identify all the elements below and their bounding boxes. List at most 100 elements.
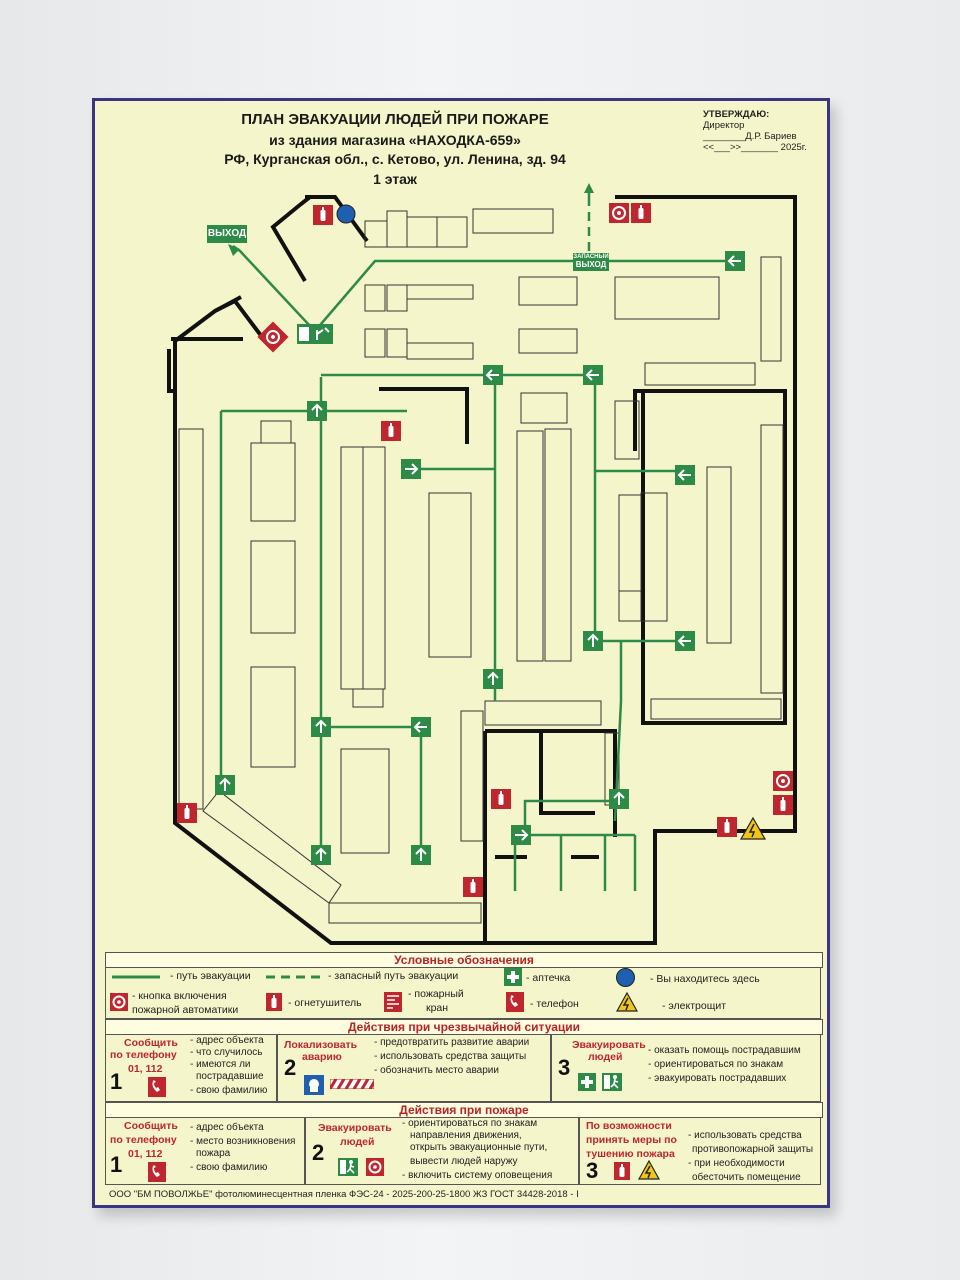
fire-c3-num: 3 — [586, 1158, 599, 1183]
legend-section: - путь эвакуации - запасный путь эвакуац… — [105, 967, 821, 1019]
legend-switchboard: - электрощит — [662, 1000, 727, 1012]
emergency-c1-item: - адрес объекта — [190, 1035, 264, 1046]
hazard-tape-icon — [330, 1079, 374, 1089]
spare-exit-label-2: ВЫХОД — [575, 260, 607, 269]
fire-col-3: По возможности принять меры по тушению п… — [579, 1117, 821, 1185]
running-man-icon — [338, 1158, 358, 1176]
approval-block: УТВЕРЖДАЮ: Директор ________Д.Р. Бариев … — [703, 109, 827, 153]
fire-c2-num: 2 — [312, 1140, 325, 1165]
emergency-c2-head-1: Локализовать — [284, 1039, 358, 1051]
fire-c1-num: 1 — [110, 1152, 123, 1177]
legend-first-aid: - аптечка — [526, 972, 571, 984]
fire-c3-item: противопожарной защиты — [692, 1144, 814, 1155]
legend-fire-button-2: пожарной автоматики — [132, 1004, 239, 1016]
spare-path-icon — [266, 975, 322, 979]
plan-address: РФ, Курганская обл., с. Кетово, ул. Лени… — [224, 151, 566, 167]
fire-c1-item: - свою фамилию — [190, 1162, 268, 1173]
phone-icon — [148, 1077, 166, 1097]
fire-c2-item: - ориентироваться по знакам — [402, 1118, 538, 1129]
emergency-c1-num: 1 — [110, 1069, 123, 1094]
emergency-c3-num: 3 — [558, 1055, 571, 1080]
emergency-col-2: Локализовать аварию 2 - предотвратить ра… — [277, 1034, 551, 1102]
fire-button-icon — [366, 1158, 384, 1176]
fire-c1-item: - адрес объекта — [190, 1122, 264, 1133]
emergency-c2-head-2: аварию — [302, 1051, 342, 1063]
fire-c3-item: - при необходимости — [688, 1158, 785, 1169]
extinguisher-icon — [266, 993, 282, 1011]
emergency-c1-phones: 01, 112 — [128, 1063, 163, 1075]
legend-hydrant-2: кран — [426, 1002, 449, 1014]
fire-col-2: Эвакуировать людей 2 - ориентироваться п… — [305, 1117, 579, 1185]
plan-building: из здания магазина «НАХОДКА-659» — [269, 132, 521, 148]
emergency-c1-item: - свою фамилию — [190, 1085, 268, 1096]
protective-gear-icon — [304, 1075, 324, 1095]
emergency-c1-head-1: Сообщить — [124, 1037, 178, 1049]
fire-c1-item: - место возникновения — [190, 1136, 296, 1147]
plan-title: ПЛАН ЭВАКУАЦИИ ЛЮДЕЙ ПРИ ПОЖАРЕ — [241, 111, 549, 128]
legend-spare-path: - запасный путь эвакуации — [328, 970, 459, 982]
approval-name: ________Д.Р. Бариев — [703, 131, 797, 142]
first-aid-icon — [578, 1073, 596, 1091]
emergency-c3-item: - ориентироваться по знакам — [648, 1059, 784, 1070]
fire-c2-item: вывести людей наружу — [410, 1156, 518, 1167]
fire-c3-head-3: тушению пожара — [586, 1148, 675, 1160]
emergency-c1-head-2: по телефону — [110, 1049, 177, 1061]
approval-heading: УТВЕРЖДАЮ: — [703, 109, 770, 120]
emergency-c2-item: - обозначить место аварии — [374, 1065, 499, 1076]
fire-c3-item: - использовать средства — [688, 1130, 802, 1141]
fire-c3-item: обесточить помещение — [692, 1172, 801, 1183]
emergency-col-3: Эвакуировать людей 3 - оказать помощь по… — [551, 1034, 821, 1102]
fire-c2-item: направления движения, — [410, 1130, 522, 1141]
legend-evac-path: - путь эвакуации — [170, 970, 251, 982]
emergency-c1-item: - что случилось — [190, 1047, 263, 1058]
electrical-panel-icon — [616, 992, 638, 1012]
running-man-icon — [602, 1073, 622, 1091]
emergency-c3-head-1: Эвакуировать — [572, 1039, 646, 1051]
emergency-c3-item: - оказать помощь пострадавшим — [648, 1045, 801, 1056]
first-aid-icon — [504, 968, 522, 986]
legend-title: Условные обозначения — [105, 952, 823, 968]
legend-phone: - телефон — [530, 998, 579, 1010]
emergency-c3-head-2: людей — [588, 1051, 623, 1063]
plan-floor: 1 этаж — [373, 171, 417, 187]
spare-exit-label-1: ЗАПАСНЫЙ — [573, 254, 609, 260]
fire-c3-head-1: По возможности — [586, 1120, 672, 1132]
electrical-panel-icon — [638, 1160, 660, 1180]
phone-icon — [148, 1162, 166, 1182]
fire-c1-item: пожара — [196, 1148, 231, 1159]
fire-c2-head-2: людей — [340, 1136, 375, 1148]
footer-credit: ООО "БМ ПОВОЛЖЬЕ" фотолюминесцентная пле… — [109, 1189, 579, 1200]
emergency-c2-item: - использовать средства защиты — [374, 1051, 527, 1062]
emergency-title: Действия при чрезвычайной ситуации — [105, 1019, 823, 1035]
legend-extinguisher: - огнетушитель — [288, 997, 362, 1009]
evacuation-plan-sheet: ПЛАН ЭВАКУАЦИИ ЛЮДЕЙ ПРИ ПОЖАРЕ из здани… — [92, 98, 830, 1208]
you-are-here-icon — [616, 968, 635, 987]
fire-col-1: Сообщить по телефону 1 01, 112 - адрес о… — [105, 1117, 305, 1185]
emergency-c2-num: 2 — [284, 1055, 297, 1080]
emergency-col-1: Сообщить по телефону 1 01, 112 - адрес о… — [105, 1034, 277, 1102]
floor-plan — [167, 183, 797, 945]
emergency-c3-item: - эвакуировать пострадавших — [648, 1073, 787, 1084]
fire-c1-head-2: по телефону — [110, 1134, 177, 1146]
fire-button-icon — [110, 993, 128, 1011]
legend-hydrant-1: - пожарный — [408, 988, 464, 1000]
approval-date: <<___>>_______ 2025г. — [703, 142, 807, 153]
fire-c1-head-1: Сообщить — [124, 1120, 178, 1132]
evac-path-icon — [112, 975, 160, 979]
fire-c1-phones: 01, 112 — [128, 1148, 163, 1160]
emergency-c2-item: - предотвратить развитие аварии — [374, 1037, 530, 1048]
hydrant-icon — [384, 992, 402, 1012]
spare-exit-label: ЗАПАСНЫЙ ВЫХОД — [573, 253, 609, 269]
exit-label: ВЫХОД — [207, 228, 247, 239]
approval-role: Директор — [703, 120, 745, 131]
fire-title: Действия при пожаре — [105, 1102, 823, 1118]
legend-fire-button-1: - кнопка включения — [132, 990, 227, 1002]
legend-you-are-here: - Вы находитесь здесь — [650, 973, 760, 985]
emergency-c1-item: пострадавшие — [196, 1071, 264, 1082]
fire-c2-item: открыть эвакуационные пути, — [410, 1142, 548, 1153]
emergency-c1-item: - имеются ли — [190, 1059, 251, 1070]
fire-c3-head-2: принять меры по — [586, 1134, 677, 1146]
fire-c2-head-1: Эвакуировать — [318, 1122, 392, 1134]
phone-icon — [506, 992, 524, 1012]
fire-c2-item: - включить систему оповещения — [402, 1170, 553, 1181]
